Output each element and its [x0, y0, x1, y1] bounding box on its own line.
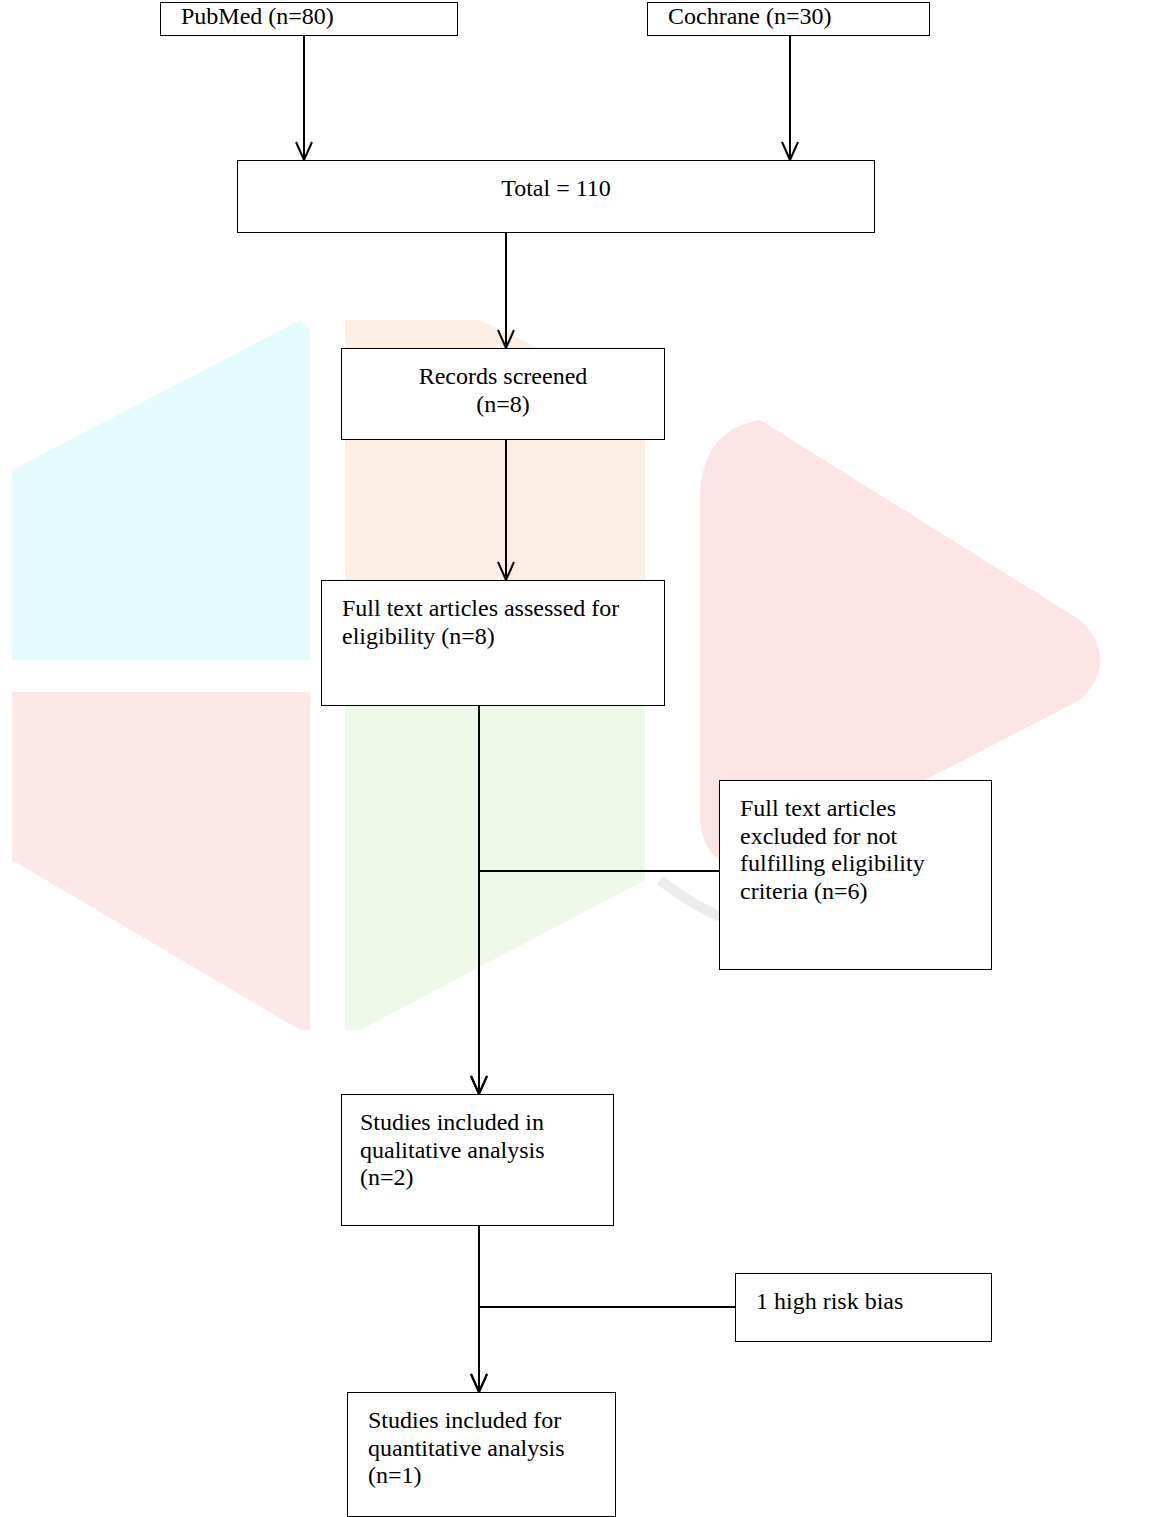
watermark-shape: [12, 692, 310, 1030]
exclusion-box: 1 high risk bias: [735, 1273, 992, 1342]
exclusion-box: Full text articles excluded for not fulf…: [719, 780, 992, 970]
flow-arrow: [505, 440, 507, 580]
box-text: Studies included in qualitative analysis…: [360, 1109, 595, 1192]
flow-arrow: [789, 36, 791, 160]
box-text: Full text articles excluded for not fulf…: [740, 795, 971, 905]
process-box: Full text articles assessed for eligibil…: [321, 580, 665, 706]
source-box: PubMed (n=80): [160, 2, 458, 36]
box-text: Total = 110: [248, 175, 864, 203]
flow-arrow: [479, 1307, 735, 1392]
box-text: Cochrane (n=30): [668, 3, 909, 31]
process-box: Studies included in qualitative analysis…: [341, 1094, 614, 1226]
box-text: Studies included for quantitative analys…: [368, 1407, 595, 1490]
source-box: Cochrane (n=30): [647, 2, 930, 36]
result-box: Studies included for quantitative analys…: [347, 1392, 616, 1517]
box-text: PubMed (n=80): [181, 3, 437, 31]
total-box: Total = 110: [237, 160, 875, 233]
flow-arrow: [303, 36, 305, 160]
box-text: Full text articles assessed for eligibil…: [342, 595, 644, 650]
watermark-shape: [345, 692, 645, 1030]
process-box: Records screened (n=8): [341, 348, 665, 440]
watermark-shape: [12, 320, 310, 660]
box-text: 1 high risk bias: [756, 1288, 971, 1316]
flow-arrow: [479, 871, 719, 1094]
flow-arrow: [505, 233, 507, 348]
box-text: Records screened (n=8): [402, 363, 604, 418]
